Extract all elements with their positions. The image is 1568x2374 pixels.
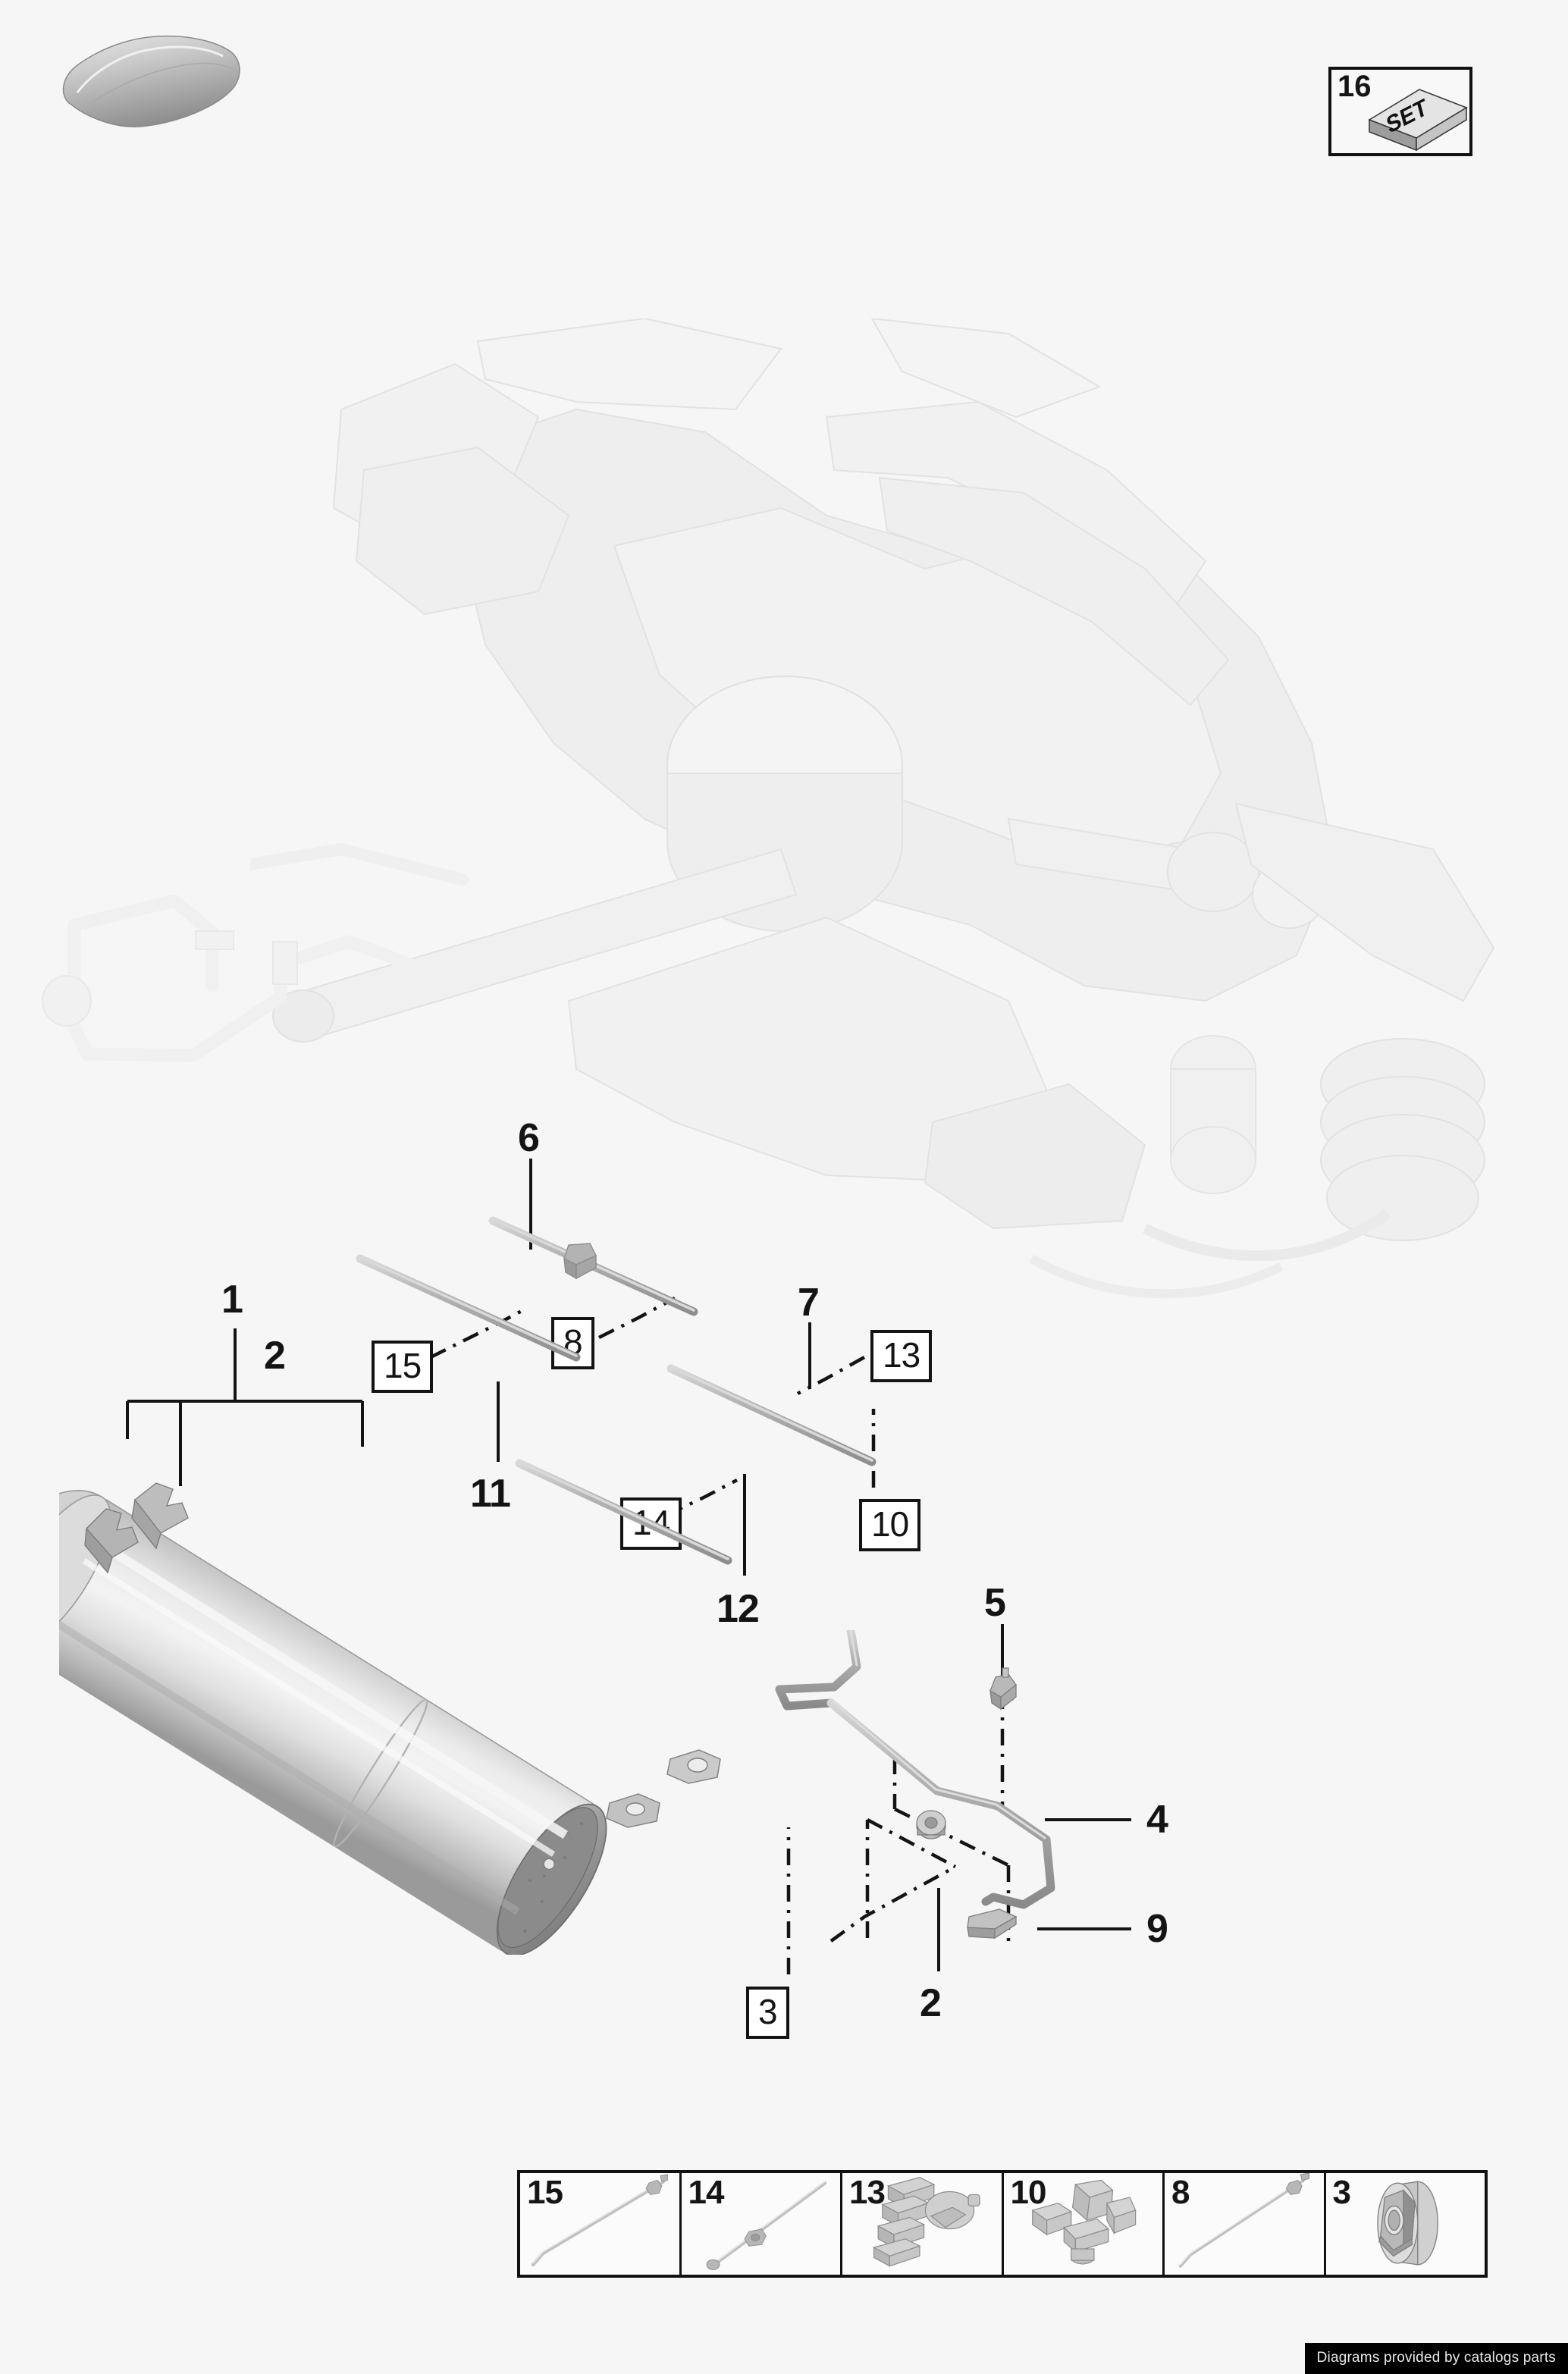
callout-box-13[interactable]: 13 xyxy=(870,1330,933,1382)
legend-item-3[interactable]: 3 xyxy=(1325,2173,1485,2275)
canister-right-mount-tabs xyxy=(606,1749,721,1828)
fastener-5 xyxy=(989,1667,1017,1711)
legend-item-15[interactable]: 15 xyxy=(520,2173,682,2275)
fastener-9 xyxy=(967,1908,1018,1940)
canister-left-mount-tabs xyxy=(84,1482,189,1574)
callout-6[interactable]: 6 xyxy=(518,1116,540,1160)
callout-4[interactable]: 4 xyxy=(1146,1798,1168,1842)
legend-number-8: 8 xyxy=(1171,2174,1190,2211)
set-badge: 16 SET xyxy=(1328,67,1472,156)
callout-7[interactable]: 7 xyxy=(798,1281,820,1325)
legend-item-13[interactable]: 13 xyxy=(842,2173,1004,2275)
callout-2-upper[interactable]: 2 xyxy=(264,1334,286,1378)
long-push-rod-icon xyxy=(531,2174,668,2267)
callout-5[interactable]: 5 xyxy=(984,1581,1006,1625)
clip-8-on-rod xyxy=(563,1243,597,1280)
fastener-2 xyxy=(916,1810,946,1839)
exploded-rod-group xyxy=(356,1216,877,1565)
callout-1[interactable]: 1 xyxy=(221,1278,243,1322)
callout-box-10[interactable]: 10 xyxy=(859,1499,921,1551)
legend-item-10[interactable]: 10 xyxy=(1003,2173,1165,2275)
wire-bracket-assembly xyxy=(775,1630,1055,1940)
callout-box-15[interactable]: 15 xyxy=(372,1341,434,1393)
set-badge-number: 16 xyxy=(1338,70,1372,103)
ghost-brake-hose-assembly xyxy=(42,895,425,1062)
legend-number-10: 10 xyxy=(1010,2174,1047,2211)
legend-number-3: 3 xyxy=(1332,2174,1352,2211)
legend-number-14: 14 xyxy=(688,2174,725,2211)
watermark: Diagrams provided by catalogs parts xyxy=(1304,2343,1568,2374)
flange-nut-icon xyxy=(1376,2181,1438,2266)
callout-box-3[interactable]: 3 xyxy=(746,1987,789,2039)
parts-legend-strip: 15 14 13 xyxy=(517,2170,1488,2278)
legend-number-15: 15 xyxy=(527,2174,563,2211)
long-rod-icon xyxy=(1178,2173,1310,2268)
callout-9[interactable]: 9 xyxy=(1146,1907,1168,1951)
silencer-canister-part-1 xyxy=(59,1482,721,1955)
set-box-icon: SET xyxy=(1368,89,1468,152)
legend-item-8[interactable]: 8 xyxy=(1165,2173,1326,2275)
retainer-clip-icon xyxy=(1030,2179,1136,2265)
legend-item-14[interactable]: 14 xyxy=(681,2173,842,2275)
callout-11[interactable]: 11 xyxy=(470,1472,511,1516)
legend-number-13: 13 xyxy=(849,2174,886,2211)
callout-12[interactable]: 12 xyxy=(717,1587,760,1631)
callout-2-lower[interactable]: 2 xyxy=(920,1981,942,2025)
rod-12 xyxy=(515,1459,732,1565)
rod-with-collar-icon xyxy=(706,2181,826,2270)
rod-7 xyxy=(666,1364,877,1466)
car-silhouette-icon xyxy=(62,35,240,127)
cable-clip-bracket-icon xyxy=(872,2177,980,2267)
ghost-rear-axle-assembly xyxy=(250,318,1495,1299)
rod-11 xyxy=(356,1254,581,1362)
